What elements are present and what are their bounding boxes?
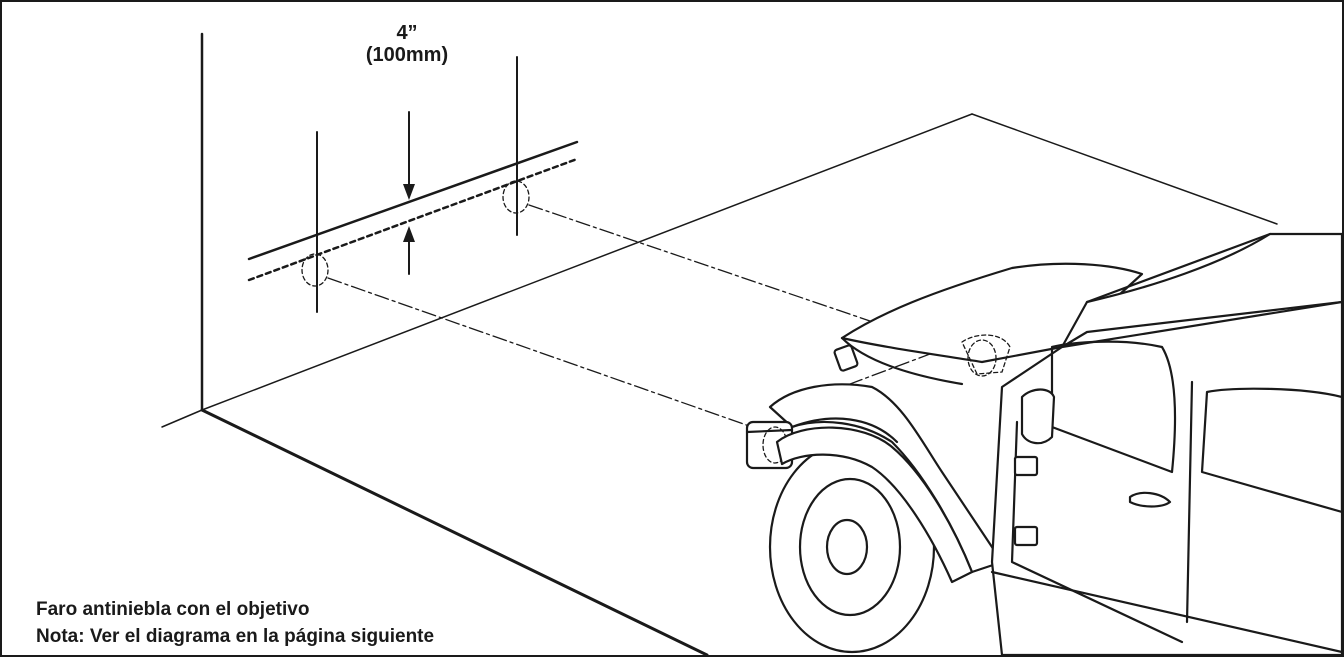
wheel-rim xyxy=(798,477,902,617)
floor-base-line xyxy=(200,408,709,655)
measurement-metric: (100mm) xyxy=(365,44,449,66)
left-beam-line xyxy=(327,277,773,435)
door-seam xyxy=(1185,380,1194,624)
wall-and-floor xyxy=(161,32,1278,655)
left-beam-spot xyxy=(301,253,329,287)
upper-door-hinge xyxy=(1013,455,1039,477)
reference-line-dashed xyxy=(247,157,579,282)
fender-flare-line xyxy=(790,417,899,444)
measurement-label: 4” (100mm) xyxy=(332,22,482,66)
wheel-hub xyxy=(825,518,869,576)
down-arrow-head xyxy=(403,184,415,200)
diagram-caption: Faro antiniebla con el objetivo Nota: Ve… xyxy=(36,596,434,650)
door-handle xyxy=(1128,491,1172,508)
up-arrow-head xyxy=(403,226,415,242)
vehicle-headlamp-outline xyxy=(961,334,1011,375)
caption-line-2: Nota: Ver el diagrama en la página sigui… xyxy=(36,626,435,647)
front-bumper xyxy=(745,428,794,434)
rear-window xyxy=(1200,387,1342,514)
side-marker xyxy=(833,344,859,372)
vehicle-headlamp-spot xyxy=(967,339,997,377)
rocker-panel xyxy=(990,570,1342,654)
floor-far-edge xyxy=(971,113,1278,225)
wall-floor-junction xyxy=(201,113,973,411)
reference-line-solid xyxy=(247,140,579,261)
lower-door-hinge xyxy=(1013,525,1039,547)
windshield-frame xyxy=(1060,232,1342,349)
side-mirror xyxy=(1020,388,1056,445)
right-beam-spot xyxy=(502,180,530,214)
measurement-imperial: 4” xyxy=(396,22,418,44)
windshield-top xyxy=(1085,232,1272,304)
fender-flare-front xyxy=(775,426,974,584)
floor-left-edge xyxy=(161,409,203,428)
door-window xyxy=(1050,340,1177,474)
caption-line-1: Faro antiniebla con el objetivo xyxy=(36,599,310,620)
vehicle-illustration xyxy=(745,232,1342,655)
body-side xyxy=(990,300,1342,655)
wall-target xyxy=(247,56,579,313)
dimension-arrows xyxy=(403,111,415,275)
